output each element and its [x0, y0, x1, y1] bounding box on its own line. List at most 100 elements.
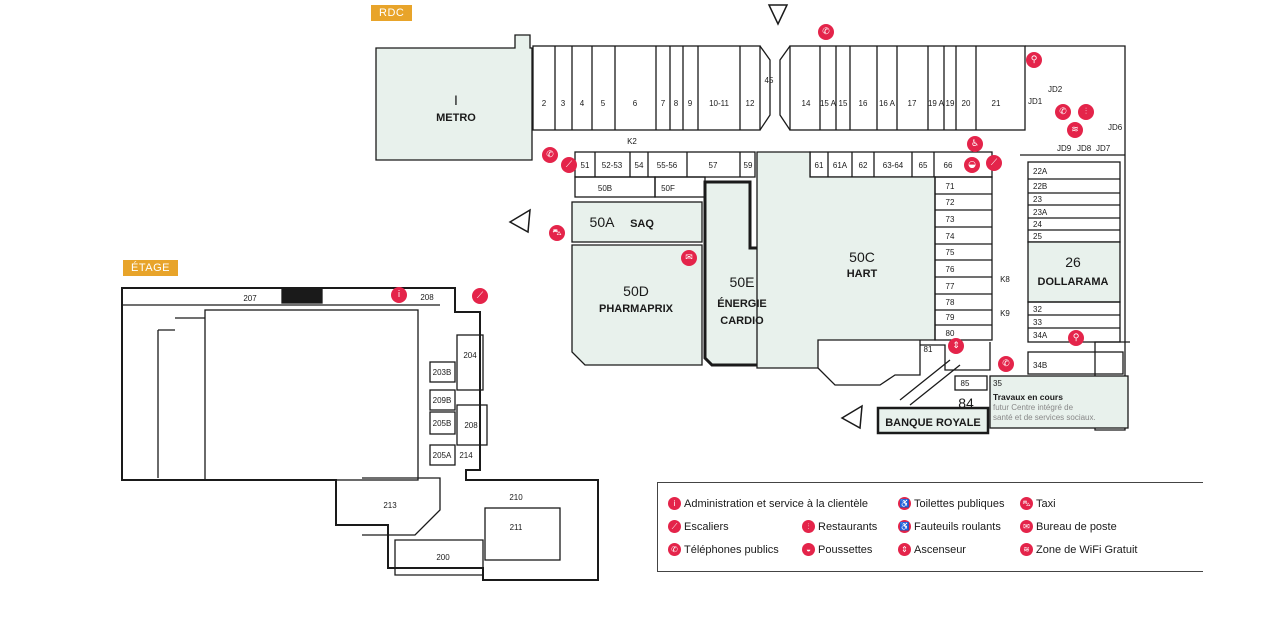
unit-7: 7 [661, 99, 666, 108]
entrance-top-icon [767, 4, 789, 26]
unit-200: 200 [436, 553, 450, 562]
stairs-icon: ⟋ [472, 288, 488, 304]
stairs-icon: ⟋ [986, 155, 1002, 171]
unit-50f: 50F [661, 184, 675, 193]
unit-22a: 22A [1033, 167, 1048, 176]
unit-76: 76 [946, 265, 955, 274]
wifi-icon: ≋ [1020, 543, 1033, 556]
level-tag-ground: RDC [371, 5, 413, 21]
unit-3: 3 [561, 99, 566, 108]
phone-icon: ✆ [542, 147, 558, 163]
legend-info: i Administration et service à la clientè… [668, 497, 868, 510]
unit-45: 45 [765, 76, 774, 85]
unit-10-11: 10-11 [709, 99, 729, 108]
kiosk-k8: K8 [1000, 275, 1010, 284]
legend-restaurants-label: Restaurants [818, 520, 878, 533]
legend-info-label: Administration et service à la clientèle [684, 497, 869, 510]
legend-elevator: ⇕ Ascenseur [898, 543, 966, 556]
phone-icon: ✆ [998, 356, 1014, 372]
info-icon: i [391, 287, 407, 303]
phone-icon: ✆ [1055, 104, 1071, 120]
unit-51: 51 [581, 161, 590, 170]
unit-16a: 16 A [879, 99, 896, 108]
legend-phone-label: Téléphones publics [684, 543, 779, 556]
store-saq: SAQ [630, 218, 654, 230]
restaurant-icon: ⫶ [802, 520, 815, 533]
unit-205b: 205B [433, 419, 452, 428]
unit-80: 80 [946, 329, 955, 338]
toilets-icon: ⚲ [1026, 52, 1042, 68]
unit-9: 9 [688, 99, 693, 108]
stroller-icon: ◒ [964, 157, 980, 173]
unit-25: 25 [1033, 232, 1042, 241]
unit-78: 78 [946, 298, 955, 307]
unit-211: 211 [510, 523, 523, 532]
legend-stairs: ⟋ Escaliers [668, 520, 729, 533]
unit-21: 21 [992, 99, 1001, 108]
toilets-icon: ♿ [898, 497, 911, 510]
unit-6: 6 [633, 99, 638, 108]
unit-32: 32 [1033, 305, 1042, 314]
unit-23: 23 [1033, 195, 1042, 204]
unit-203b: 203B [433, 368, 452, 377]
unit-jd2: JD2 [1048, 85, 1063, 94]
unit-15: 15 [839, 99, 848, 108]
unit-61: 61 [815, 161, 824, 170]
unit-19a: 19 A [928, 99, 945, 108]
store-energie-line2: CARDIO [720, 315, 764, 327]
construction-title: Travaux en cours [993, 392, 1063, 402]
entrance-bottom-icon [840, 404, 863, 430]
unit-209b: 209B [433, 396, 452, 405]
unit-72: 72 [946, 198, 955, 207]
construction-line2: santé et de services sociaux. [993, 413, 1096, 422]
store-metro: METRO [436, 112, 476, 124]
unit-2: 2 [542, 99, 547, 108]
phone-icon: ✆ [668, 543, 681, 556]
unit-24: 24 [1033, 220, 1042, 229]
legend-restaurants: ⫶ Restaurants [802, 520, 877, 533]
unit-71: 71 [946, 182, 955, 191]
unit-62: 62 [859, 161, 868, 170]
unit-16: 16 [859, 99, 868, 108]
unit-12: 12 [746, 99, 755, 108]
unit-79: 79 [946, 313, 955, 322]
legend-stroller: ◒ Poussettes [802, 543, 872, 556]
unit-57: 57 [709, 161, 718, 170]
unit-208-top: 208 [420, 293, 434, 302]
legend-wheelchair: ♿ Fauteuils roulants [898, 520, 1001, 533]
legend-toilets-label: Toilettes publiques [914, 497, 1005, 510]
mail-icon: ✉ [681, 250, 697, 266]
unit-208-mid: 208 [464, 421, 478, 430]
kiosk-k2: K2 [627, 137, 637, 146]
unit-22b: 22B [1033, 182, 1047, 191]
legend-elevator-label: Ascenseur [914, 543, 966, 556]
store-metro-number: I [454, 92, 458, 108]
store-energie-number: 50E [730, 274, 755, 290]
level-tag-upper: ÉTAGE [123, 260, 178, 276]
unit-65: 65 [919, 161, 928, 170]
construction-line1: futur Centre intégré de [993, 403, 1074, 412]
unit-213: 213 [383, 501, 397, 510]
elevator-icon: ⇕ [948, 338, 964, 354]
unit-75: 75 [946, 248, 955, 257]
construction-notice: Travaux en cours futur Centre intégré de… [993, 392, 1096, 423]
unit-59: 59 [744, 161, 753, 170]
unit-15a: 15 A [820, 99, 837, 108]
unit-23a: 23A [1033, 208, 1048, 217]
legend-phone: ✆ Téléphones publics [668, 543, 779, 556]
legend-mail: ✉ Bureau de poste [1020, 520, 1117, 533]
wifi-icon: ≋ [1067, 122, 1083, 138]
unit-jd1: JD1 [1028, 97, 1043, 106]
unit-35: 35 [993, 379, 1002, 388]
unit-20: 20 [962, 99, 971, 108]
store-energie-line1: ÉNERGIE [717, 297, 767, 310]
store-hart: HART [847, 268, 878, 280]
unit-8: 8 [674, 99, 679, 108]
legend-mail-label: Bureau de poste [1036, 520, 1117, 533]
phone-icon: ✆ [818, 24, 834, 40]
store-pharmaprix: PHARMAPRIX [599, 303, 674, 315]
info-icon: i [668, 497, 681, 510]
unit-54: 54 [635, 161, 644, 170]
unit-50b: 50B [598, 184, 612, 193]
